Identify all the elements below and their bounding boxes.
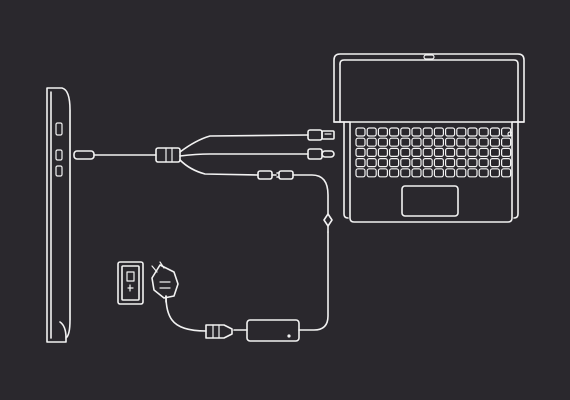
keyboard-key: [478, 168, 489, 178]
keyboard-key: [411, 147, 422, 157]
keyboard-key: [467, 147, 478, 157]
keyboard-key: [366, 137, 377, 147]
power-adapter-icon: [233, 319, 300, 342]
keyboard-key: [456, 137, 467, 147]
keyboard-key: [422, 168, 433, 178]
keyboard-key: [478, 137, 489, 147]
laptop-keyboard: [355, 127, 512, 178]
keyboard-key: [400, 158, 411, 168]
wall-socket-icon: [117, 261, 144, 305]
keyboard-key: [422, 127, 433, 137]
keyboard-key: [389, 127, 400, 137]
keyboard-key: [355, 158, 366, 168]
keyboard-key: [366, 158, 377, 168]
keyboard-key: [433, 127, 444, 137]
keyboard-key: [501, 137, 512, 147]
usb-a-connector: [307, 129, 335, 141]
keyboard-key: [377, 158, 388, 168]
keyboard-key: [478, 127, 489, 137]
keyboard-key: [433, 158, 444, 168]
keyboard-key: [467, 158, 478, 168]
uk-power-plug-icon: [151, 261, 179, 303]
dc-connector-pair: [257, 170, 329, 215]
iec-connector-icon: [165, 295, 233, 339]
keyboard-key: [456, 158, 467, 168]
keyboard-key: [489, 137, 500, 147]
keyboard-key: [456, 168, 467, 178]
keyboard-key: [377, 137, 388, 147]
laptop-touchpad: [401, 185, 459, 217]
cable-ferrite: [298, 213, 333, 331]
keyboard-key: [467, 137, 478, 147]
keyboard-key: [400, 137, 411, 147]
keyboard-key: [400, 147, 411, 157]
keyboard-key: [501, 147, 512, 157]
usb-c-laptop-connector: [307, 148, 335, 160]
keyboard-key: [445, 168, 456, 178]
keyboard-key: [456, 147, 467, 157]
keyboard-key: [445, 158, 456, 168]
keyboard-key: [445, 147, 456, 157]
keyboard-key: [411, 137, 422, 147]
keyboard-key: [377, 168, 388, 178]
keyboard-key: [501, 168, 512, 178]
keyboard-key: [433, 168, 444, 178]
keyboard-key: [411, 158, 422, 168]
keyboard-key: [433, 147, 444, 157]
keyboard-key: [422, 158, 433, 168]
cable-splitter: [155, 134, 309, 176]
keyboard-key: [366, 147, 377, 157]
keyboard-key: [445, 137, 456, 147]
keyboard-key: [377, 127, 388, 137]
keyboard-key: [422, 147, 433, 157]
keyboard-key: [489, 158, 500, 168]
pen-display-side-icon: [46, 87, 71, 343]
keyboard-key: [355, 127, 366, 137]
keyboard-key: [389, 137, 400, 147]
keyboard-key: [355, 168, 366, 178]
keyboard-key: [501, 158, 512, 168]
keyboard-key: [422, 137, 433, 147]
keyboard-key: [389, 168, 400, 178]
keyboard-key: [433, 137, 444, 147]
keyboard-key: [467, 168, 478, 178]
keyboard-key: [400, 127, 411, 137]
keyboard-key: [456, 127, 467, 137]
keyboard-key: [366, 127, 377, 137]
keyboard-key: [389, 158, 400, 168]
keyboard-key: [445, 127, 456, 137]
keyboard-key: [478, 158, 489, 168]
usb-c-connector: [73, 150, 157, 160]
keyboard-key: [366, 168, 377, 178]
keyboard-key: [377, 147, 388, 157]
keyboard-key: [411, 168, 422, 178]
keyboard-key: [355, 147, 366, 157]
keyboard-key: [400, 168, 411, 178]
keyboard-key: [489, 127, 500, 137]
keyboard-key: [467, 127, 478, 137]
keyboard-key: [478, 147, 489, 157]
keyboard-key: [489, 147, 500, 157]
keyboard-key: [411, 127, 422, 137]
keyboard-key: [489, 168, 500, 178]
laptop-icon: [333, 53, 525, 223]
keyboard-key: [389, 147, 400, 157]
keyboard-key: [355, 137, 366, 147]
